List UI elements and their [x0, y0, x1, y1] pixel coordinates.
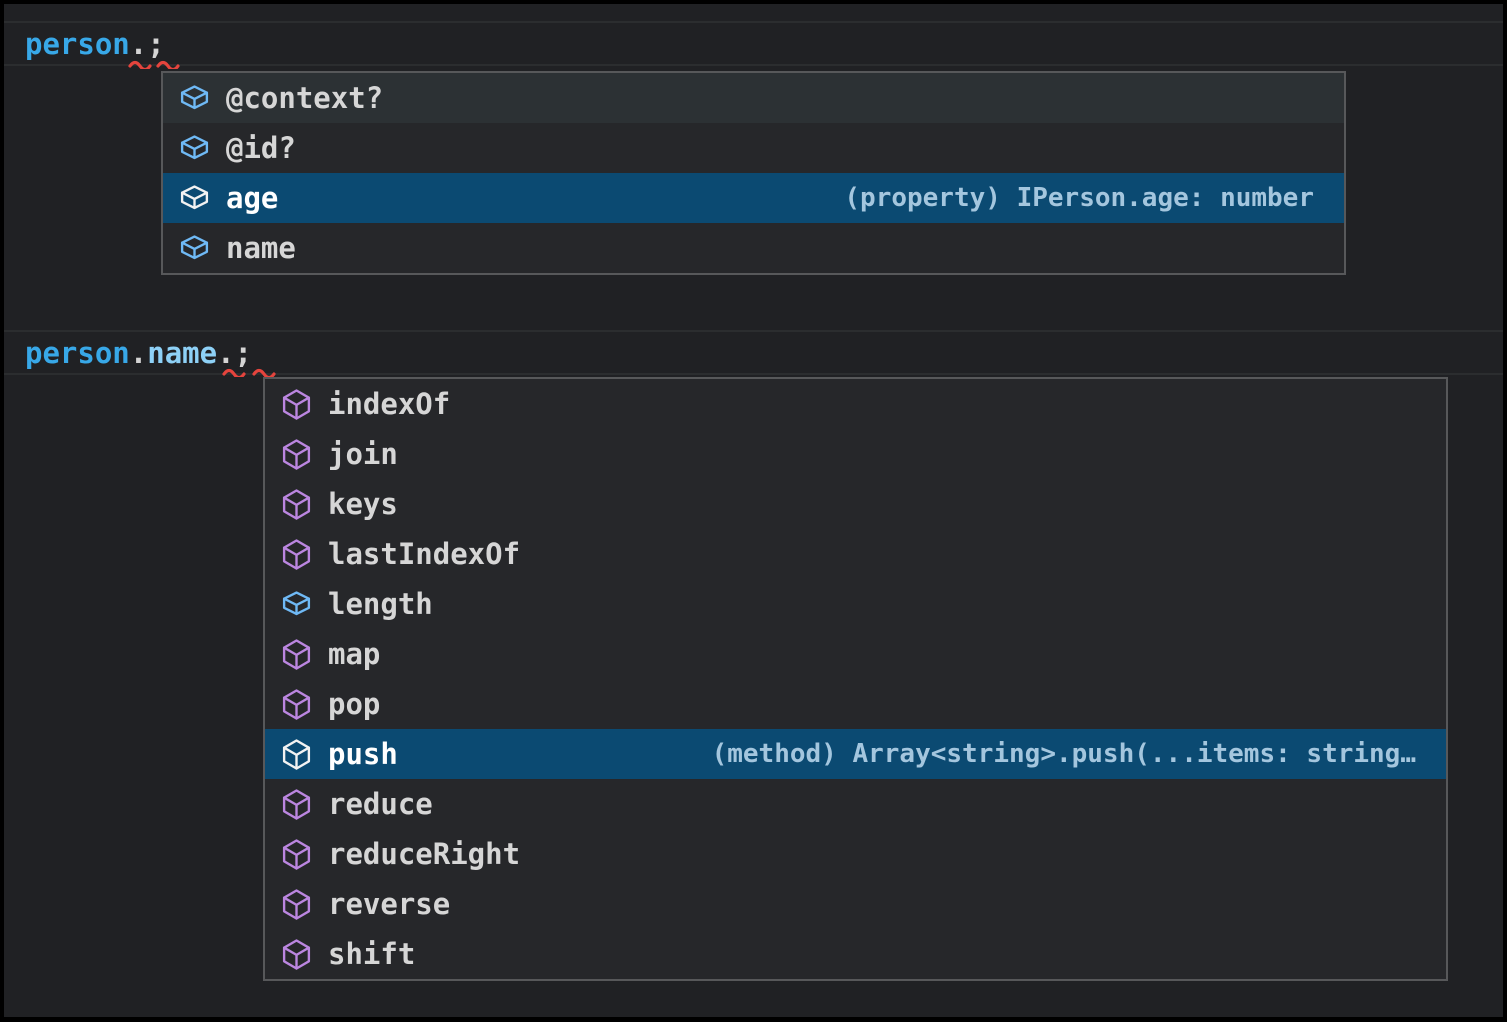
- suggestion-label: @id?: [226, 131, 296, 165]
- symbol-method-icon: [280, 888, 313, 921]
- suggestion-item[interactable]: age (property) IPerson.age: number: [163, 173, 1344, 223]
- symbol-method-icon: [280, 738, 313, 771]
- current-line-border: [4, 21, 1503, 23]
- suggestion-item[interactable]: keys: [265, 479, 1446, 529]
- current-line-border: [4, 330, 1503, 332]
- code-token: .: [129, 27, 148, 61]
- suggestion-label: keys: [328, 487, 398, 521]
- suggestion-label: lastIndexOf: [328, 537, 521, 571]
- suggestion-label: age: [226, 181, 279, 215]
- symbol-method-icon: [280, 938, 313, 971]
- symbol-method-icon: [280, 688, 313, 721]
- suggestion-item[interactable]: pop: [265, 679, 1446, 729]
- code-token: person: [25, 336, 130, 370]
- code-line-2[interactable]: person.name.;: [25, 332, 252, 374]
- code-line-1[interactable]: person.;: [25, 23, 165, 65]
- suggestion-label: pop: [328, 687, 381, 721]
- suggestion-label: name: [226, 231, 296, 265]
- suggestion-item[interactable]: indexOf: [265, 379, 1446, 429]
- suggestion-item[interactable]: @context?: [163, 73, 1344, 123]
- code-token: .: [129, 336, 148, 370]
- suggestion-label: join: [328, 437, 398, 471]
- suggestion-label: reduce: [328, 787, 433, 821]
- error-squiggle-icon: [128, 58, 152, 69]
- code-token: .: [217, 336, 235, 370]
- suggestion-item[interactable]: reverse: [265, 879, 1446, 929]
- suggestion-item[interactable]: shift: [265, 929, 1446, 979]
- code-token: ;: [147, 27, 165, 61]
- suggestion-label: indexOf: [328, 387, 451, 421]
- suggestion-item[interactable]: length: [265, 579, 1446, 629]
- suggest-widget-person: @context? @id?: [161, 71, 1346, 275]
- symbol-method-icon: [280, 838, 313, 871]
- current-line-border: [4, 64, 1503, 66]
- suggestion-label: shift: [328, 937, 416, 971]
- suggestion-item[interactable]: reduce: [265, 779, 1446, 829]
- symbol-field-icon: [178, 132, 211, 165]
- suggest-widget-name: indexOf join: [263, 377, 1448, 981]
- code-token: name: [147, 336, 218, 370]
- error-squiggle-icon: [222, 366, 246, 377]
- symbol-method-icon: [280, 788, 313, 821]
- suggestion-label: @context?: [226, 81, 384, 115]
- suggestion-item[interactable]: lastIndexOf: [265, 529, 1446, 579]
- suggestion-label: length: [328, 587, 433, 621]
- suggestion-label: reverse: [328, 887, 451, 921]
- suggestion-item[interactable]: map: [265, 629, 1446, 679]
- code-token: ;: [234, 336, 253, 370]
- symbol-field-icon: [178, 82, 211, 115]
- current-line-border: [4, 373, 1503, 375]
- suggestion-detail: (method) Array<string>.push(...items: st…: [711, 739, 1416, 769]
- suggestion-label: map: [328, 637, 381, 671]
- symbol-method-icon: [280, 438, 313, 471]
- symbol-method-icon: [280, 388, 313, 421]
- symbol-method-icon: [280, 488, 313, 521]
- symbol-field-icon: [178, 232, 211, 265]
- symbol-field-icon: [178, 182, 211, 215]
- suggestion-label: reduceRight: [328, 837, 521, 871]
- suggestion-detail: (property) IPerson.age: number: [844, 183, 1314, 213]
- suggestion-item[interactable]: push (method) Array<string>.push(...item…: [265, 729, 1446, 779]
- suggestion-label: push: [328, 737, 398, 771]
- suggestion-item[interactable]: @id?: [163, 123, 1344, 173]
- symbol-method-icon: [280, 538, 313, 571]
- suggestion-item[interactable]: join: [265, 429, 1446, 479]
- error-squiggle-icon: [252, 366, 276, 377]
- suggestion-item[interactable]: name: [163, 223, 1344, 273]
- symbol-method-icon: [280, 638, 313, 671]
- symbol-field-icon: [280, 588, 313, 621]
- error-squiggle-icon: [156, 58, 180, 69]
- code-token: person: [25, 27, 130, 61]
- suggestion-item[interactable]: reduceRight: [265, 829, 1446, 879]
